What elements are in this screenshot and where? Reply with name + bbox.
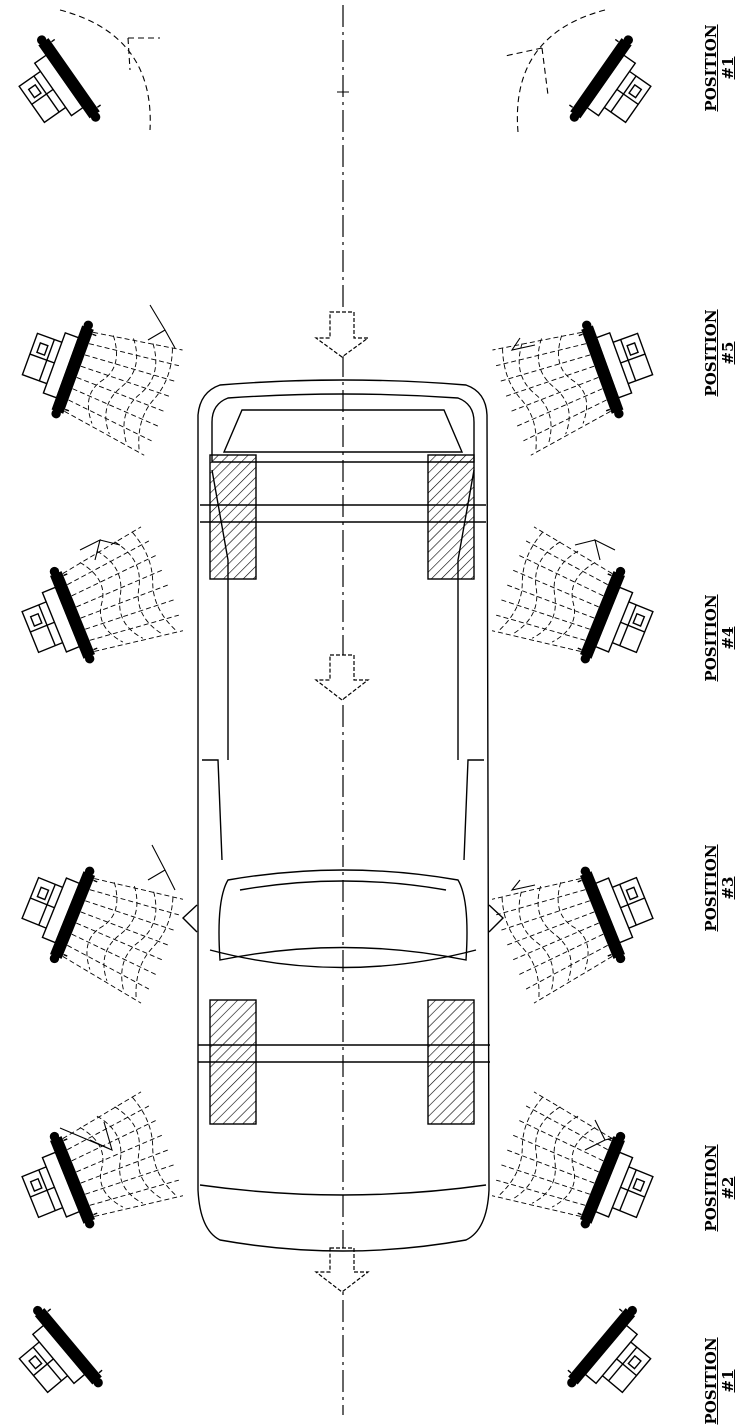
brush-unit <box>487 305 664 458</box>
direction-arrow <box>314 1247 370 1293</box>
brush-unit <box>486 850 665 1006</box>
brush-unit <box>10 524 189 680</box>
brush-unit <box>560 1299 670 1416</box>
brush-unit <box>0 1299 110 1416</box>
brush-sweep-arc <box>59 9 606 133</box>
position-label: POSITION#4 <box>702 593 737 682</box>
position-label: POSITION#1 <box>702 23 737 112</box>
brush-unit <box>11 305 188 458</box>
position-label: POSITION#3 <box>702 843 737 932</box>
tire <box>209 999 257 1125</box>
tire <box>427 454 475 580</box>
position-label: POSITION#2 <box>702 1143 737 1232</box>
position-label: POSITION#5 <box>702 308 737 397</box>
direction-arrow <box>314 654 370 701</box>
direction-arrow <box>314 311 370 358</box>
brush-unit <box>10 1089 189 1245</box>
brush-unit <box>562 29 669 147</box>
brush-unit <box>1 29 108 147</box>
brush-unit <box>486 524 665 680</box>
nozzle-marker <box>59 304 626 1151</box>
position-label: POSITION#1 <box>702 1337 737 1425</box>
brush-unit <box>10 850 189 1006</box>
tire <box>427 999 475 1125</box>
tire <box>209 454 257 580</box>
brush-unit <box>486 1089 665 1245</box>
